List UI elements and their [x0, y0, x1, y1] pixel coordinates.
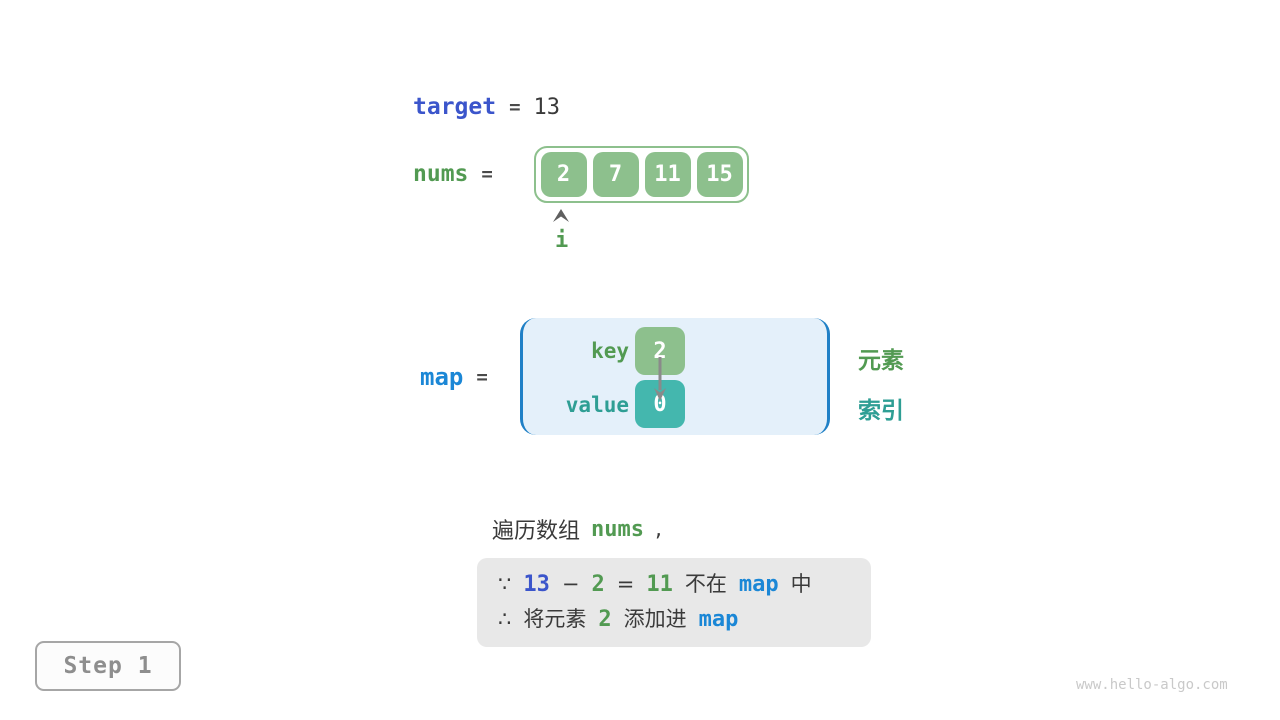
note-target-value: 13 [523, 572, 550, 597]
target-value: 13 [533, 94, 561, 120]
note-line-1: ∵ 13 − 2 = 11 不在 map 中 [498, 567, 871, 602]
array-cell: 7 [592, 152, 639, 197]
target-row: target = 13 [413, 94, 560, 120]
note-text-add-element: 将元素 [523, 607, 587, 631]
map-value-label: value [565, 393, 629, 417]
map-variable: map [420, 363, 464, 391]
note-difference-value: 11 [646, 572, 673, 597]
note-text-not-in: 不在 [684, 572, 727, 596]
map-row-label: map = [420, 363, 488, 391]
equals-sign: = [616, 572, 635, 596]
because-symbol: ∵ [498, 572, 512, 596]
note-text-add-into: 添加进 [623, 607, 687, 631]
index-pointer-label: i [555, 228, 569, 253]
array-cell: 11 [644, 152, 691, 197]
element-side-label: 元素 [858, 348, 904, 374]
target-variable: target [413, 94, 497, 120]
array-cell: 2 [540, 152, 587, 197]
note-line-2: ∴ 将元素 2 添加进 map [498, 602, 871, 637]
map-box: key 2 value 0 [520, 318, 830, 435]
note-added-value: 2 [598, 607, 612, 632]
map-key-label: key [591, 339, 629, 363]
note-map-ref-2: map [698, 607, 739, 632]
key-to-value-down-arrow-icon [654, 357, 666, 401]
nums-row-label: nums = [413, 161, 493, 187]
note-text-in: 中 [790, 572, 812, 596]
step-badge: Step 1 [35, 641, 181, 691]
caption-prefix: 遍历数组 [492, 519, 581, 544]
nums-variable: nums [413, 161, 469, 187]
caption-code-nums: nums [591, 516, 644, 542]
caption-comma: , [655, 516, 662, 542]
nums-equals: = [481, 163, 493, 185]
nums-array-box: 2 7 11 15 [534, 146, 749, 203]
note-map-ref: map [738, 572, 779, 597]
array-cell: 15 [696, 152, 743, 197]
index-pointer-up-arrow-icon [553, 209, 569, 222]
target-equals: = [509, 96, 521, 118]
therefore-symbol: ∴ [498, 607, 512, 631]
caption-sentence: 遍历数组 nums , [492, 513, 662, 545]
watermark: www.hello-algo.com [1076, 677, 1228, 693]
map-equals: = [476, 366, 488, 388]
index-side-label: 索引 [858, 398, 904, 424]
note-element-value: 2 [591, 572, 605, 597]
reasoning-note-box: ∵ 13 − 2 = 11 不在 map 中 ∴ 将元素 2 添加进 map [477, 558, 871, 647]
minus-sign: − [561, 572, 580, 596]
